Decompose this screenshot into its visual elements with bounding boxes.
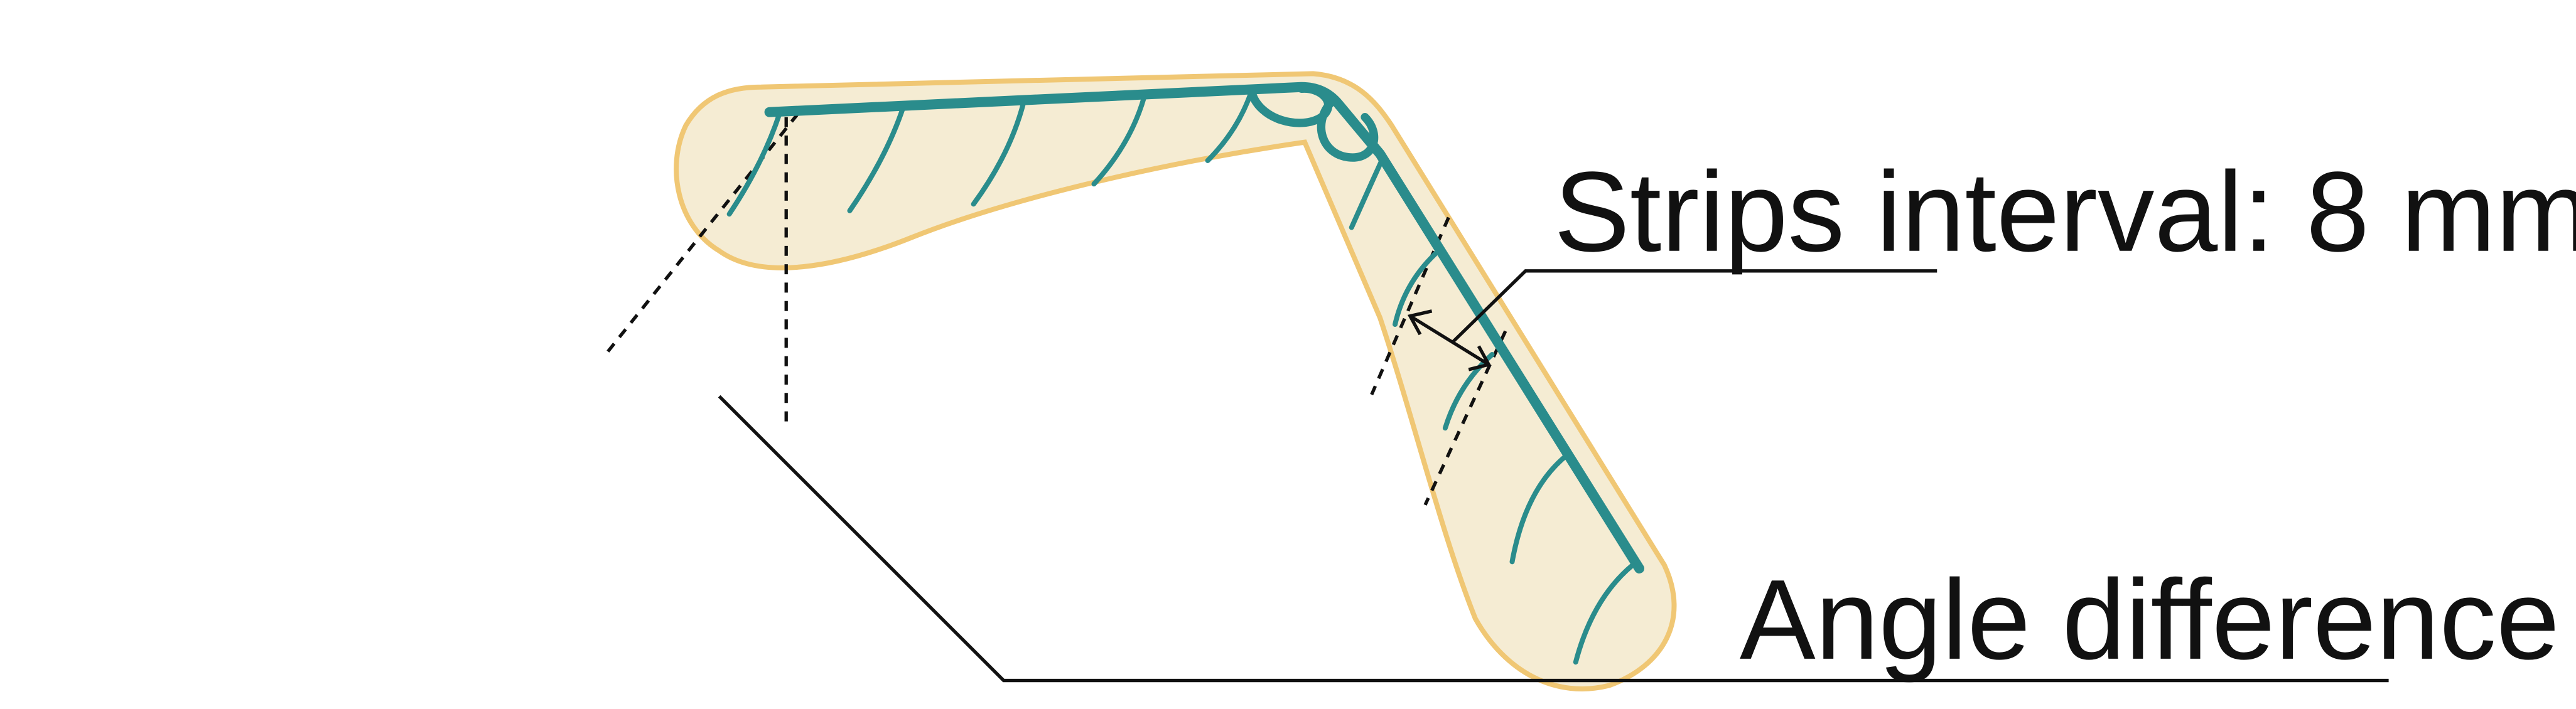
dashed-guide-upper-strip xyxy=(1370,216,1450,396)
fiber-tick xyxy=(971,99,1027,207)
strips-interval-leader xyxy=(1450,269,1937,344)
fiber-tick xyxy=(1205,89,1254,163)
interval-arrow-head-end xyxy=(1468,345,1492,371)
dashed-guide-lower-strip xyxy=(1423,330,1507,506)
leader-lines xyxy=(718,269,2389,683)
interval-arrow-head-start xyxy=(1407,309,1433,336)
angle-difference-label: Angle difference (strips and fibers): 45… xyxy=(1740,557,2576,683)
fiber-tick xyxy=(1573,562,1636,665)
fiber-curl-2 xyxy=(1317,99,1379,162)
dashed-guide-left-diagonal xyxy=(604,112,799,356)
fiber-tick xyxy=(1349,157,1384,230)
dashed-guides xyxy=(604,112,1507,506)
fiber-tick xyxy=(1091,94,1147,187)
fiber-ticks xyxy=(726,89,1636,665)
strips-interval-label: Strips interval: 8 mm xyxy=(1554,149,2576,275)
fiber-tick xyxy=(726,111,782,217)
fiber-curls xyxy=(1247,84,1379,162)
interval-arrow-shaft xyxy=(1409,314,1490,366)
fiber-tick xyxy=(1393,248,1442,328)
angle-difference-leader xyxy=(718,395,2389,683)
fiber-tick xyxy=(847,104,906,213)
fiber-tick xyxy=(1509,452,1570,565)
interval-arrow xyxy=(1407,309,1492,371)
